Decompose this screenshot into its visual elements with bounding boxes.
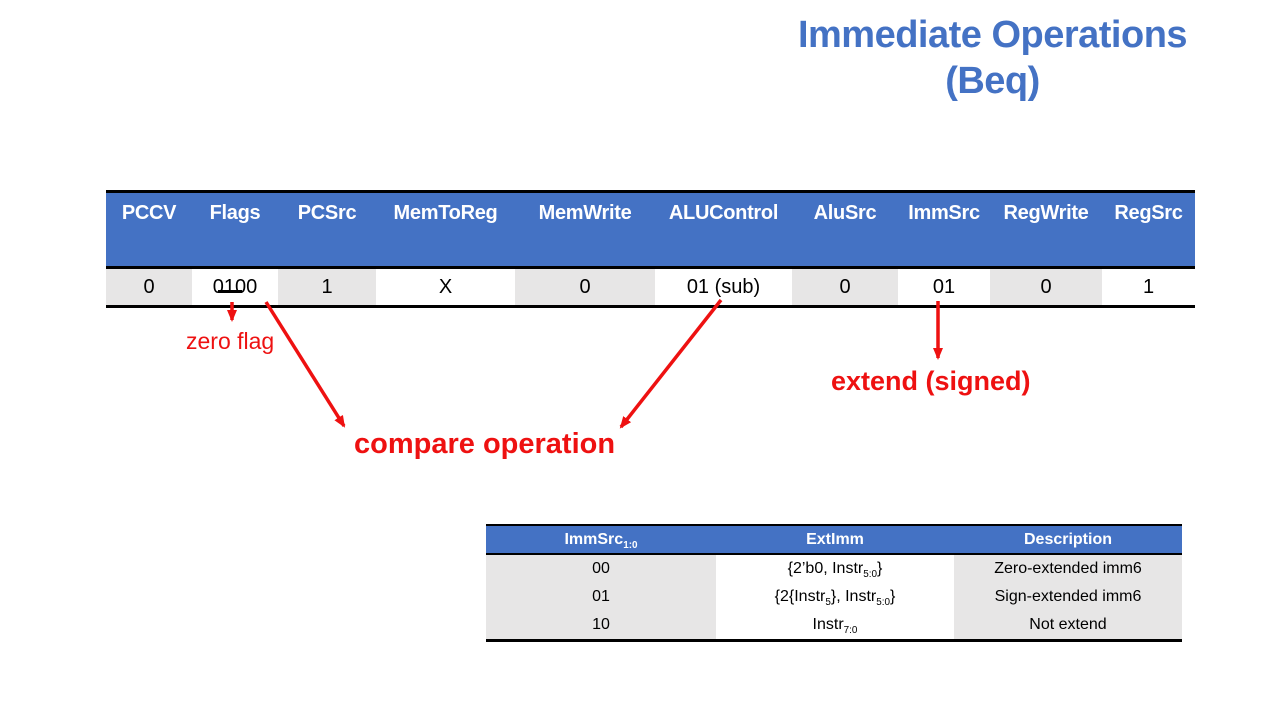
compare-operation-arrow-left: [264, 301, 346, 428]
immsrc-table-row: 00 {2’b0, Instr5:0} Zero-extended imm6: [486, 554, 1182, 583]
immsrc-col-header-0: ImmSrc1:0: [486, 525, 716, 555]
control-value-regsrc: 1: [1142, 275, 1155, 298]
immsrc-cell-r1-c0: 01: [486, 583, 716, 611]
control-value-pccv: 0: [106, 267, 192, 307]
immsrc-col-header-2: Description: [954, 525, 1182, 555]
control-value-memwrite: 0: [515, 267, 655, 307]
control-col-header-memtoreg: MemToReg: [376, 191, 515, 269]
control-col-header-alusrc: AluSrc: [792, 191, 898, 269]
immsrc-cell-r2-c1: Instr7:0: [812, 616, 858, 637]
control-col-header-flags: Flags: [192, 191, 278, 269]
control-col-header-pccv: PCCV: [106, 191, 192, 269]
control-value-immsrc: 01: [932, 275, 956, 298]
immsrc-cell-r0-c0: 00: [486, 554, 716, 583]
control-col-header-memwrite: MemWrite: [515, 191, 655, 269]
immsrc-table-row: 01 {2{Instr5}, Instr5:0} Sign-extended imm…: [486, 583, 1182, 611]
slide-title: Immediate Operations (Beq): [700, 12, 1280, 104]
control-value-pcsrc: 1: [278, 267, 376, 307]
extend-signed-label: extend (signed): [831, 366, 1031, 396]
immsrc-cell-r0-c1: {2’b0, Instr5:0}: [787, 560, 883, 581]
control-col-header-regwrite: RegWrite: [990, 191, 1102, 269]
immsrc-table-row: 10 Instr7:0 Not extend: [486, 611, 1182, 641]
compare-operation-label: compare operation: [354, 428, 616, 460]
control-value-alusrc: 0: [792, 267, 898, 307]
immsrc-cell-r1-c1: {2{Instr5}, Instr5:0}: [774, 588, 896, 609]
title-line-2: (Beq): [945, 60, 1040, 102]
control-col-header-alucontrol: ALUControl: [655, 191, 792, 269]
control-value-memtoreg: X: [438, 275, 453, 298]
control-value-regwrite: 0: [990, 267, 1102, 307]
immsrc-cell-r0-c2: Zero-extended imm6: [954, 554, 1182, 583]
control-col-header-pcsrc: PCSrc: [278, 191, 376, 269]
control-col-header-immsrc: ImmSrc: [898, 191, 990, 269]
immsrc-cell-r2-c2: Not extend: [954, 611, 1182, 641]
immsrc-col-header-1: ExtImm: [716, 525, 954, 555]
control-col-header-regsrc: RegSrc: [1102, 191, 1195, 269]
compare-operation-arrow-right: [619, 298, 723, 429]
zero-flag-bit-underline: [218, 290, 242, 293]
zero-flag-label: zero flag: [186, 328, 275, 354]
immsrc-cell-r2-c0: 10: [486, 611, 716, 641]
immsrc-cell-r1-c2: Sign-extended imm6: [954, 583, 1182, 611]
title-line-1: Immediate Operations: [797, 14, 1188, 56]
control-value-flags: 0100: [212, 275, 258, 298]
control-value-alucontrol: 01 (sub): [686, 275, 761, 298]
